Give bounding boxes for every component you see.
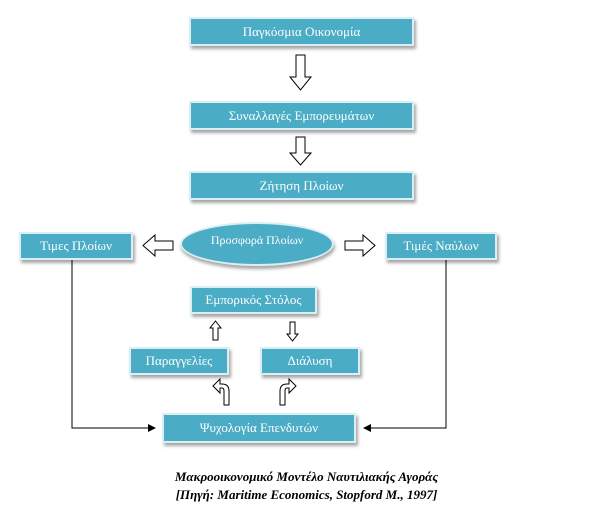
node-ship-demand: Ζήτηση Πλοίων [189,171,414,200]
node-seaborne-trade: Συναλλαγές Εμπορευμάτων [189,101,414,130]
caption-title: Μακροοικονομικό Μοντέλο Ναυτιλιακής Αγορ… [174,469,439,484]
down-arrow-fleet [285,321,300,342]
node-ship-prices: Τιμες Πλοίων [19,232,133,260]
node-scrapping: Διάλυση [260,347,360,375]
curved-arrow-orders [212,377,230,406]
node-freight-rates: Τιμές Ναύλων [385,232,497,260]
node-investor-psychology: Ψυχολογία Επενδυτών [162,413,356,443]
down-arrow-2 [288,136,313,166]
down-arrow-1 [288,54,313,91]
connector-freight-rates [363,260,447,432]
caption-source: [Πηγή: Maritime Economics, Stopford M., … [175,487,438,502]
curved-arrow-scrapping [279,377,297,406]
left-arrow [142,233,174,258]
up-arrow-fleet [208,320,223,341]
node-merchant-fleet: Εμπορικός Στόλος [190,286,317,314]
node-world-economy: Παγκόσμια Οικονομία [189,17,414,46]
node-orders: Παραγγελίες [129,347,229,375]
node-ship-supply: Προσφορά Πλοίων [180,222,334,266]
right-arrow [344,233,376,258]
connector-ship-prices [71,260,156,432]
